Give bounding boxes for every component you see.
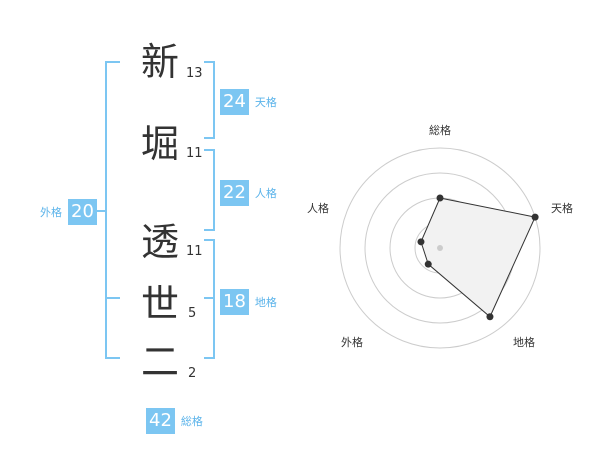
chikaku-badge: 18 地格 — [220, 289, 277, 315]
soukaku-value: 42 — [146, 408, 175, 434]
tenkaku-badge: 24 天格 — [220, 89, 277, 115]
stroke-count-3: 11 — [186, 244, 203, 259]
chikaku-value: 18 — [220, 289, 249, 315]
radar-label-gaikaku: 外格 — [341, 335, 363, 349]
radar-label-chikaku: 地格 — [513, 335, 535, 349]
stroke-count-2: 11 — [186, 146, 203, 161]
gaikaku-bracket — [105, 61, 120, 359]
radar-points — [417, 194, 539, 321]
gaikaku-badge: 外格 20 — [40, 199, 97, 225]
tenkaku-label: 天格 — [254, 96, 277, 109]
radar-point-5 — [417, 238, 425, 246]
chikaku-label: 地格 — [254, 296, 277, 309]
gaikaku-label: 外格 — [40, 206, 62, 219]
name-char-2: 堀 — [140, 122, 179, 166]
jinkaku-label: 人格 — [254, 187, 277, 200]
radar-point-3 — [486, 313, 494, 321]
jinkaku-badge: 22 人格 — [220, 180, 277, 206]
soukaku-label: 総格 — [180, 415, 203, 428]
tenkaku-bracket — [204, 61, 215, 139]
soukaku-badge: 42 総格 — [146, 408, 203, 434]
stroke-count-4: 5 — [188, 306, 197, 321]
jinkaku-value: 22 — [220, 180, 249, 206]
radar-point-1 — [436, 194, 444, 202]
radar-label-jinkaku: 人格 — [307, 201, 329, 215]
radar-ring — [339, 147, 541, 349]
radar-point-4 — [424, 260, 432, 268]
radar-point-2 — [531, 213, 539, 221]
radar-center-dot — [437, 245, 443, 251]
radar-chart: 総格 天格 地格 外格 人格 — [307, 123, 573, 349]
radar-label-tenkaku: 天格 — [551, 201, 573, 215]
name-char-1: 新 — [140, 40, 179, 84]
radar-polygon — [420, 197, 536, 318]
jinkaku-bracket — [204, 149, 215, 231]
stroke-count-5: 2 — [188, 366, 197, 381]
name-char-5: 二 — [140, 340, 179, 384]
name-char-3: 透 — [140, 220, 179, 264]
name-char-4: 世 — [140, 282, 179, 326]
radar-label-soukaku: 総格 — [429, 123, 451, 137]
stroke-count-1: 13 — [186, 66, 203, 81]
gaikaku-value: 20 — [68, 199, 97, 225]
tenkaku-value: 24 — [220, 89, 249, 115]
